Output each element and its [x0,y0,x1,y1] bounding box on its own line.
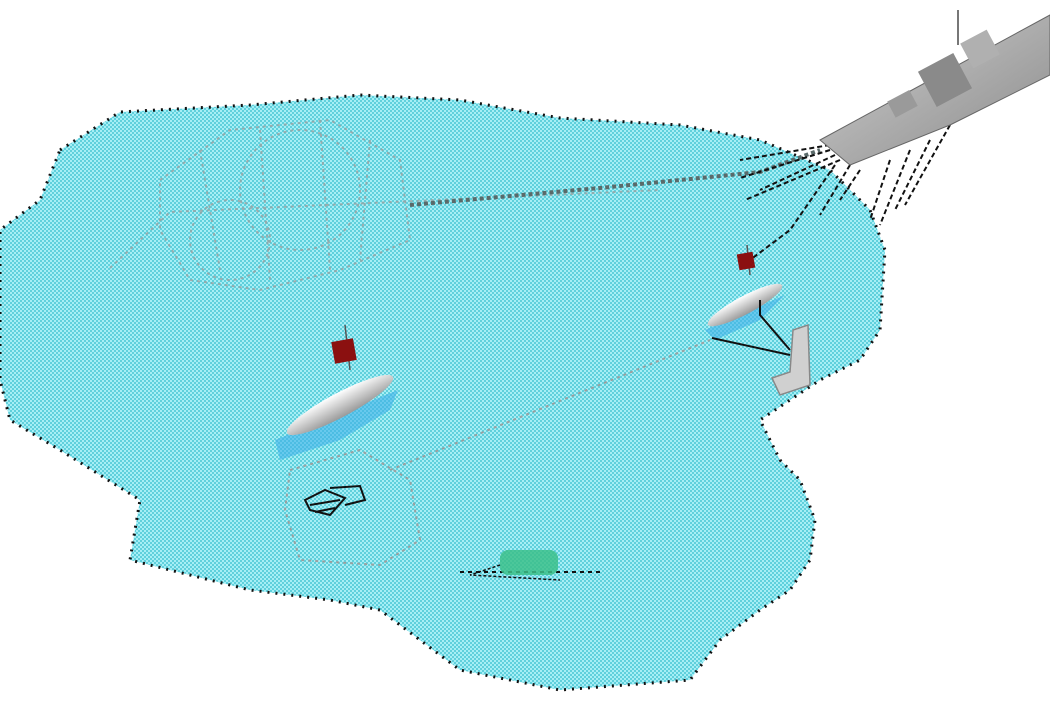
sensor-pod-icon [770,323,811,396]
seabed-vehicle-icon [460,550,600,581]
sensor-tether [711,300,791,356]
radio-buoy-icon [331,324,357,371]
surface-ship-icon [819,10,1050,166]
water-area [0,93,887,692]
submarine-icon [275,374,398,460]
faint-structure-upper [109,118,661,292]
sensor-array-icon [303,484,367,517]
submarine-icon [705,283,785,340]
radio-buoy-icon [736,244,756,276]
faint-structure-lower [283,339,711,567]
cables [739,124,951,261]
